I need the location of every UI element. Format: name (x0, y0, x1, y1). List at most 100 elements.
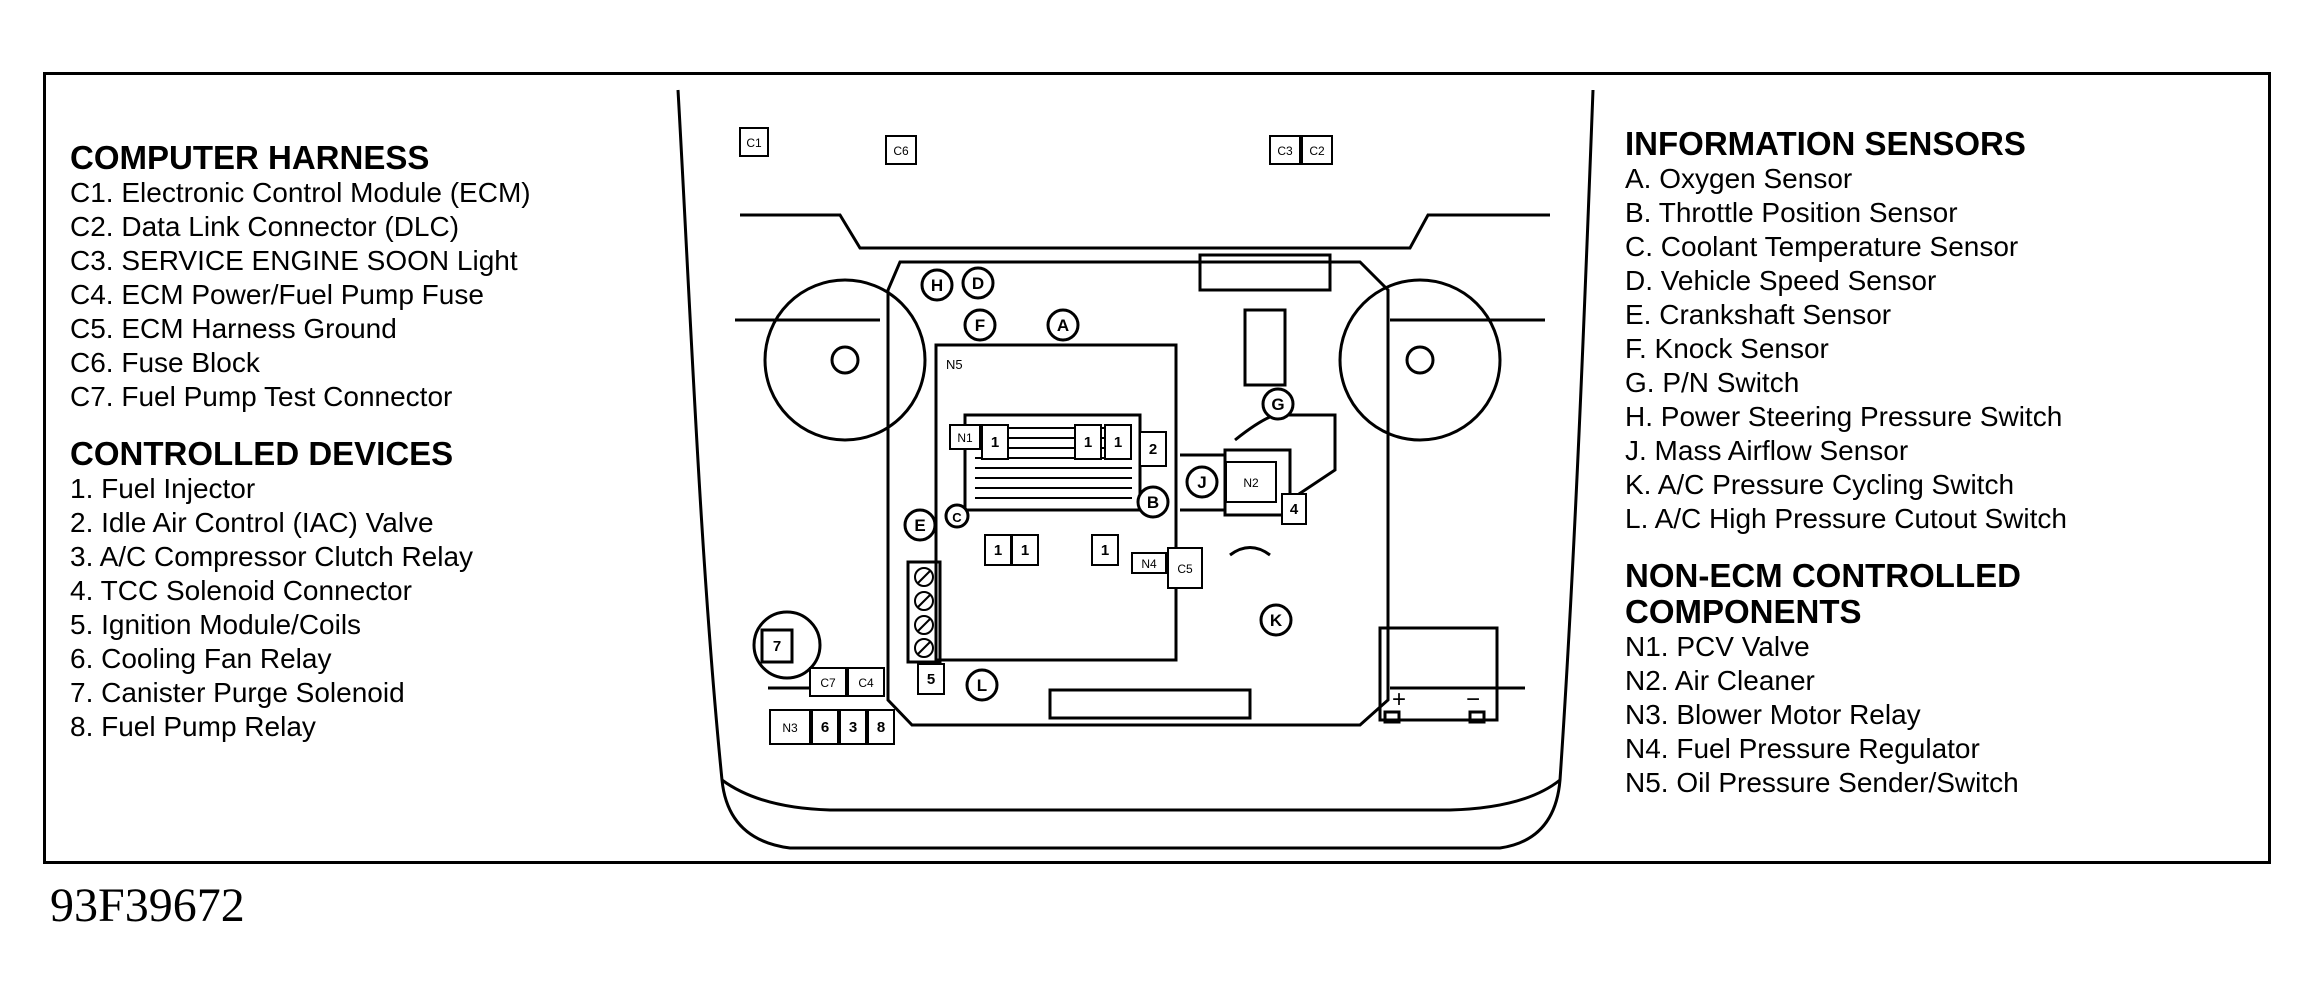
box-3: 3 (839, 709, 867, 745)
engine-block (886, 260, 1390, 727)
battery-minus: − (1466, 686, 1480, 713)
box-5: 5 (917, 663, 945, 695)
svg-text:D: D (972, 274, 984, 293)
box-label-3: 3 (849, 719, 857, 736)
box-label-c4: C4 (858, 676, 874, 690)
body-outline (676, 89, 1595, 850)
cowl-line (740, 213, 1550, 250)
box-label-1: 1 (1101, 542, 1109, 559)
box-c7: C7 (809, 667, 847, 697)
box-label-c1: C1 (746, 136, 762, 150)
legend-item-8: 8. Fuel Pump Relay (70, 711, 316, 742)
legend-item-n5: N5. Oil Pressure Sender/Switch (1625, 767, 2019, 798)
legend-item-c5: C5. ECM Harness Ground (70, 313, 397, 344)
box-n1: N1 (949, 424, 981, 450)
legend-item-4: 4. TCC Solenoid Connector (70, 575, 412, 606)
legend-item-k: K. A/C Pressure Cycling Switch (1625, 469, 2015, 500)
box-c3: C3 (1269, 135, 1301, 165)
radiator-top (1048, 688, 1252, 720)
legend-section-non-ecm: NON-ECM CONTROLLED COMPONENTS N1. PCV Va… (1625, 558, 2095, 800)
legend-item-c3: C3. SERVICE ENGINE SOON Light (70, 245, 518, 276)
box-label-c6: C6 (893, 144, 909, 158)
box-1: 1 (1104, 424, 1132, 460)
label-n5: N5 (946, 357, 963, 372)
circle-label-e: E (903, 508, 937, 542)
legend-item-h: H. Power Steering Pressure Switch (1625, 401, 2063, 432)
box-label-1: 1 (991, 434, 999, 451)
left-legend: COMPUTER HARNESS C1. Electronic Control … (70, 140, 531, 766)
box-label-7: 7 (773, 638, 781, 655)
legend-item-a: A. Oxygen Sensor (1625, 163, 1853, 194)
legend-item-e: E. Crankshaft Sensor (1625, 299, 1892, 330)
svg-text:A: A (1057, 316, 1069, 335)
section-heading: INFORMATION SENSORS (1625, 125, 2026, 162)
svg-text:E: E (914, 516, 925, 535)
box-1: 1 (1011, 534, 1039, 566)
box-label-2: 2 (1149, 441, 1157, 458)
box-1: 1 (1091, 534, 1119, 566)
box-8: 8 (867, 709, 895, 745)
box-label-5: 5 (927, 671, 935, 688)
intake-manifold (934, 343, 1178, 662)
box-label-1: 1 (1021, 542, 1029, 559)
svg-text:F: F (975, 316, 985, 335)
section-heading: CONTROLLED DEVICES (70, 435, 454, 472)
canister-purge-circle (752, 610, 822, 680)
circle-label-d: D (961, 266, 995, 300)
ignition-module (906, 560, 942, 664)
svg-text:H: H (931, 276, 943, 295)
legend-item-6: 6. Cooling Fan Relay (70, 643, 332, 674)
circle-label-l: L (965, 668, 999, 702)
legend-item-3: 3. A/C Compressor Clutch Relay (70, 541, 474, 572)
box-label-n2: N2 (1243, 476, 1259, 490)
box-label-c5: C5 (1177, 562, 1193, 576)
right-strut-tower (1338, 278, 1502, 442)
legend-item-n3: N3. Blower Motor Relay (1625, 699, 1921, 730)
legend-item-f: F. Knock Sensor (1625, 333, 1829, 364)
circle-label-f: F (963, 308, 997, 342)
legend-item-c2: C2. Data Link Connector (DLC) (70, 211, 460, 242)
legend-item-2: 2. Idle Air Control (IAC) Valve (70, 507, 434, 538)
box-label-c3: C3 (1277, 144, 1293, 158)
circle-label-a: A (1046, 308, 1080, 342)
legend-section-information-sensors: INFORMATION SENSORS A. Oxygen Sensor B. … (1625, 126, 2095, 536)
box-label-4: 4 (1290, 501, 1299, 518)
box-label-c2: C2 (1309, 144, 1325, 158)
box-label-6: 6 (821, 719, 829, 736)
box-c6: C6 (885, 135, 917, 165)
circle-label-k: K (1259, 603, 1293, 637)
box-label-n3: N3 (782, 721, 798, 735)
legend-item-c6: C6. Fuse Block (70, 347, 260, 378)
circle-label-c: C (944, 503, 970, 529)
legend-item-c: C. Coolant Temperature Sensor (1625, 231, 2019, 262)
box-label-1: 1 (1084, 434, 1092, 451)
legend-item-j: J. Mass Airflow Sensor (1625, 435, 1909, 466)
legend-item-c4: C4. ECM Power/Fuel Pump Fuse (70, 279, 484, 310)
box-label-c7: C7 (820, 676, 836, 690)
legend-item-d: D. Vehicle Speed Sensor (1625, 265, 1937, 296)
circle-label-b: B (1136, 485, 1170, 519)
legend-item-n1: N1. PCV Valve (1625, 631, 1810, 662)
box-n3: N3 (769, 709, 811, 745)
legend-item-5: 5. Ignition Module/Coils (70, 609, 362, 640)
legend-item-n2: N2. Air Cleaner (1625, 665, 1815, 696)
section-heading: NON-ECM CONTROLLED COMPONENTS (1625, 557, 2021, 630)
svg-text:L: L (977, 676, 987, 695)
box-n2: N2 (1225, 461, 1277, 503)
legend-item-b: B. Throttle Position Sensor (1625, 197, 1958, 228)
box-c4: C4 (847, 667, 885, 697)
circle-label-g: G (1261, 387, 1295, 421)
box-label-1: 1 (1114, 434, 1122, 451)
figure-id: 93F39672 (50, 879, 245, 932)
section-heading: COMPUTER HARNESS (70, 139, 430, 176)
box-1: 1 (984, 534, 1012, 566)
box-c5: C5 (1167, 547, 1203, 589)
legend-item-1: 1. Fuel Injector (70, 473, 256, 504)
svg-text:B: B (1147, 493, 1159, 512)
svg-text:K: K (1270, 611, 1283, 630)
right-legend: INFORMATION SENSORS A. Oxygen Sensor B. … (1625, 126, 2095, 822)
left-strut-tower (763, 278, 927, 442)
